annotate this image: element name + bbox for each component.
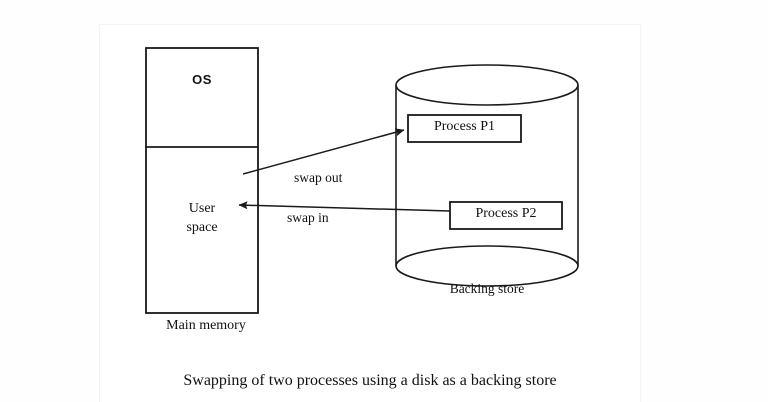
swap-out-arrow — [242, 128, 405, 175]
os-segment-label: OS — [192, 72, 212, 87]
figure-caption: Swapping of two processes using a disk a… — [183, 372, 557, 389]
process-p1-label: Process P1 — [433, 119, 496, 134]
process-p1-box — [407, 114, 522, 143]
process-p2-label: Process P2 — [475, 206, 537, 221]
process-p2-box — [449, 201, 563, 230]
backing-store-caption: Backing store — [449, 281, 525, 296]
user-space-line-1: User — [188, 201, 216, 216]
cylinder-top-ellipse — [395, 64, 579, 106]
user-space-segment-label: User space — [146, 199, 258, 237]
swap-in-arrow — [238, 201, 451, 212]
swap-out-label: swap out — [294, 170, 343, 185]
main-memory-caption: Main memory — [166, 318, 246, 333]
cylinder-bottom-ellipse — [395, 245, 579, 287]
main-memory-outline — [145, 47, 259, 314]
swap-in-label: swap in — [287, 210, 329, 225]
backing-store-cylinder — [395, 64, 579, 287]
main-memory-box — [145, 47, 259, 314]
user-space-line-2: space — [186, 220, 218, 235]
